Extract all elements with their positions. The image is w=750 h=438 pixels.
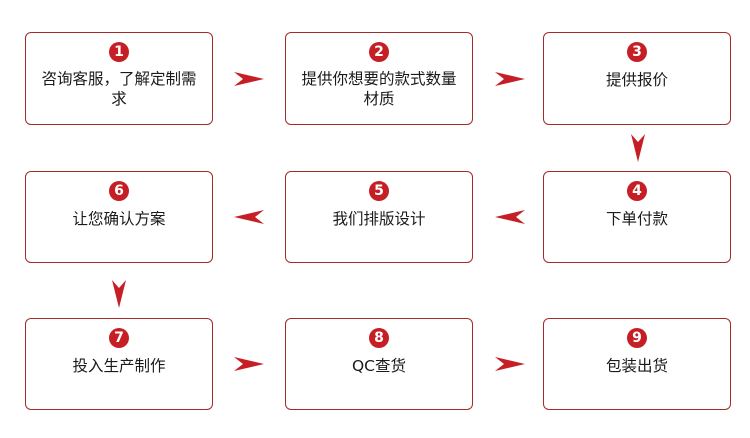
step-9-label: 包装出货: [605, 357, 668, 375]
step-2-box: 2 提供你想要的款式数量 材质: [285, 32, 473, 125]
step-7-label: 投入生产制作: [72, 357, 166, 375]
step-5-label: 我们排版设计: [332, 210, 426, 228]
step-9-number-badge: 9: [627, 328, 647, 348]
step-3-label: 提供报价: [605, 71, 668, 89]
arrow-down-icon: [631, 134, 645, 162]
step-4-box: 4 下单付款: [543, 171, 731, 263]
step-8-label: QC查货: [351, 357, 407, 375]
step-5-box: 5 我们排版设计: [285, 171, 473, 263]
step-2-label: 提供你想要的款式数量 材质: [301, 70, 457, 108]
step-7-number-badge: 7: [109, 328, 129, 348]
step-1-label: 咨询客服，了解定制需求: [41, 70, 197, 108]
step-6-box: 6 让您确认方案: [25, 171, 213, 263]
step-7-box: 7 投入生产制作: [25, 318, 213, 410]
arrow-right-icon: [495, 357, 525, 371]
step-6-number-badge: 6: [109, 181, 129, 201]
step-4-number-badge: 4: [627, 181, 647, 201]
step-3-box: 3 提供报价: [543, 32, 731, 125]
step-8-box: 8 QC查货: [285, 318, 473, 410]
step-1-box: 1 咨询客服，了解定制需求: [25, 32, 213, 125]
arrow-right-icon: [234, 357, 264, 371]
arrow-right-icon: [234, 72, 264, 86]
step-4-label: 下单付款: [605, 210, 668, 228]
step-2-number-badge: 2: [369, 42, 389, 62]
arrow-right-icon: [495, 72, 525, 86]
step-5-number-badge: 5: [369, 181, 389, 201]
step-1-number-badge: 1: [109, 42, 129, 62]
step-6-label: 让您确认方案: [72, 210, 166, 228]
step-9-box: 9 包装出货: [543, 318, 731, 410]
step-8-number-badge: 8: [369, 328, 389, 348]
arrow-left-icon: [234, 210, 264, 224]
arrow-left-icon: [495, 210, 525, 224]
arrow-down-icon: [112, 280, 126, 308]
step-3-number-badge: 3: [627, 42, 647, 62]
